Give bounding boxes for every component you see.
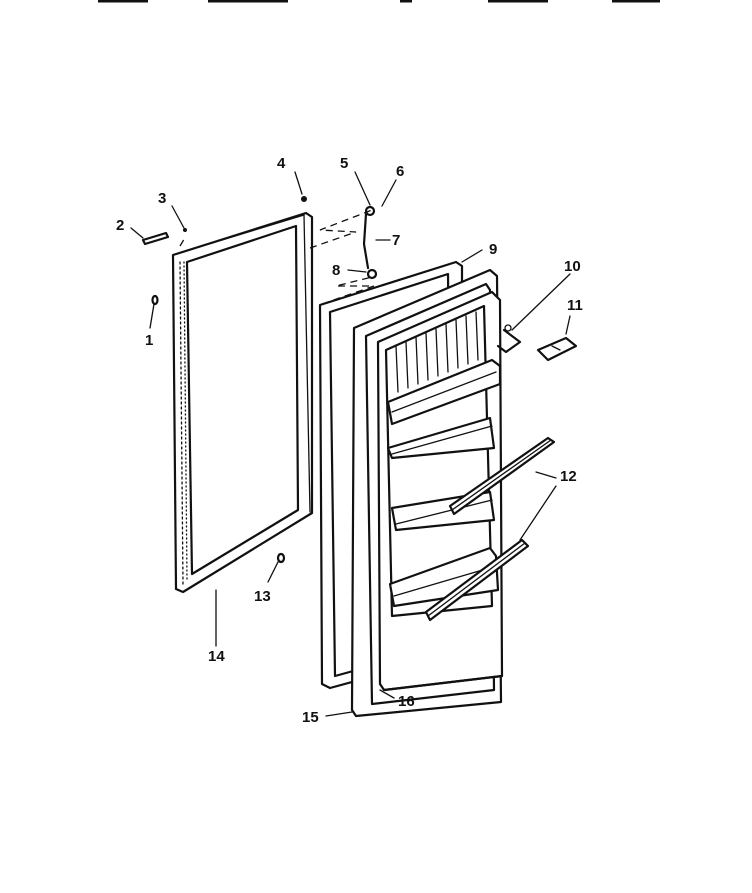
hinge-pin xyxy=(362,205,378,280)
label-11: 11 xyxy=(567,297,583,314)
leader-lines xyxy=(130,171,571,717)
assembly-dashes xyxy=(179,209,377,305)
label-3: 3 xyxy=(158,190,166,207)
part-labels: 1 2 3 4 5 6 7 8 9 10 11 12 13 14 15 16 xyxy=(116,155,583,726)
label-16: 16 xyxy=(398,693,415,710)
label-2: 2 xyxy=(116,217,124,234)
latch-bracket xyxy=(496,324,522,354)
screw-1 xyxy=(151,294,159,306)
label-1: 1 xyxy=(145,332,153,349)
shelf-bars xyxy=(424,436,556,622)
label-14: 14 xyxy=(208,648,225,665)
label-7: 7 xyxy=(392,232,400,249)
label-12: 12 xyxy=(560,468,577,485)
label-10: 10 xyxy=(564,258,581,275)
label-4: 4 xyxy=(277,155,286,172)
label-6: 6 xyxy=(396,163,404,180)
outer-door-panel xyxy=(171,211,314,594)
label-15: 15 xyxy=(302,709,319,726)
label-13: 13 xyxy=(254,588,271,605)
label-9: 9 xyxy=(489,241,497,258)
inner-door-liner xyxy=(376,290,504,692)
pin-2 xyxy=(141,231,170,246)
screw-3 xyxy=(183,228,187,232)
screw-4 xyxy=(301,196,307,202)
label-8: 8 xyxy=(332,262,340,279)
label-5: 5 xyxy=(340,155,348,172)
cover-plate xyxy=(536,336,578,362)
screw-13 xyxy=(276,552,286,564)
